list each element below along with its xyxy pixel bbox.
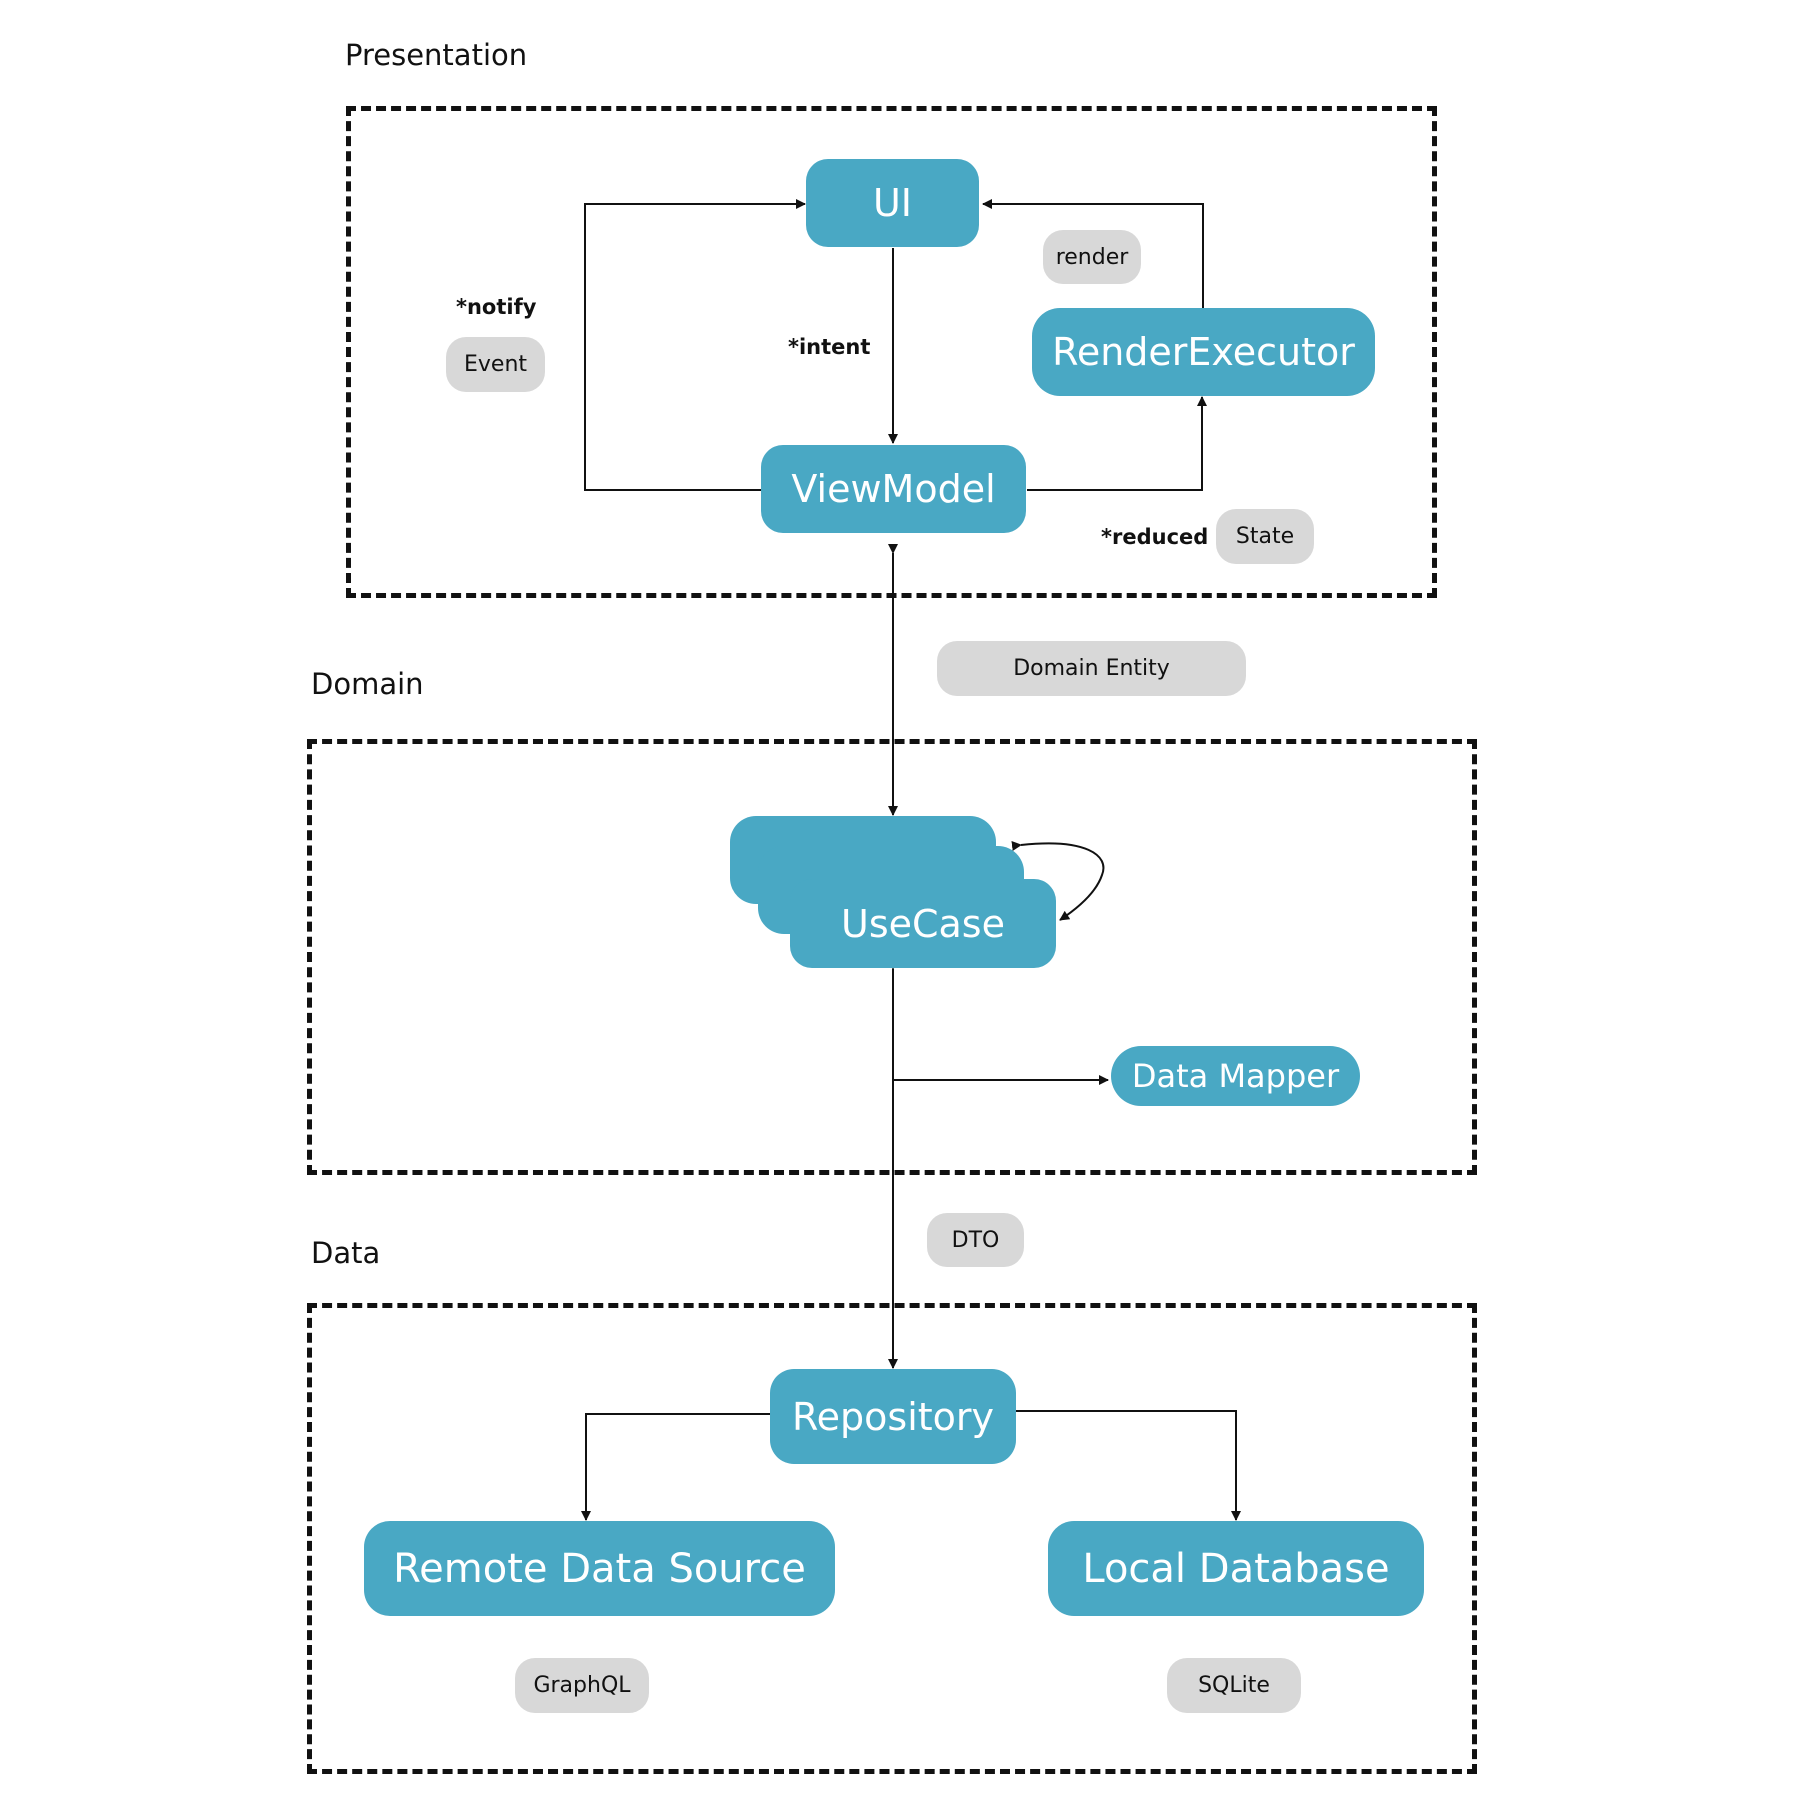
repository-node[interactable]: Repository [770,1369,1016,1464]
viewmodel-node[interactable]: ViewModel [761,445,1026,533]
renderexecutor-node[interactable]: RenderExecutor [1032,308,1375,396]
section-title-data: Data [311,1236,381,1270]
event-tag: Event [446,337,545,392]
usecase-node[interactable]: UseCase [790,879,1056,968]
arrow-repository-to-remote [581,1413,770,1521]
section-title-presentation: Presentation [345,38,528,72]
section-title-domain: Domain [311,667,424,701]
data-mapper-node[interactable]: Data Mapper [1111,1046,1360,1106]
arrow-viewmodel-to-renderexecutor [1027,396,1207,491]
arrow-usecase-self-loop [1011,841,1105,921]
arrow-viewmodel-to-ui-notify [584,199,806,491]
arrow-renderexecutor-to-ui [982,199,1204,308]
arrow-repository-to-local [1016,1410,1241,1521]
notify-note: *notify [456,295,537,319]
state-tag: State [1216,509,1314,564]
render-tag: render [1043,230,1141,284]
graphql-tag: GraphQL [515,1658,649,1713]
remote-data-source-node[interactable]: Remote Data Source [364,1521,835,1616]
domain-entity-tag: Domain Entity [937,641,1246,696]
local-database-node[interactable]: Local Database [1048,1521,1424,1616]
intent-note: *intent [788,335,871,359]
sqlite-tag: SQLite [1167,1658,1301,1713]
reduced-note: *reduced [1101,525,1209,549]
ui-node[interactable]: UI [806,159,979,247]
dto-tag: DTO [927,1213,1024,1267]
